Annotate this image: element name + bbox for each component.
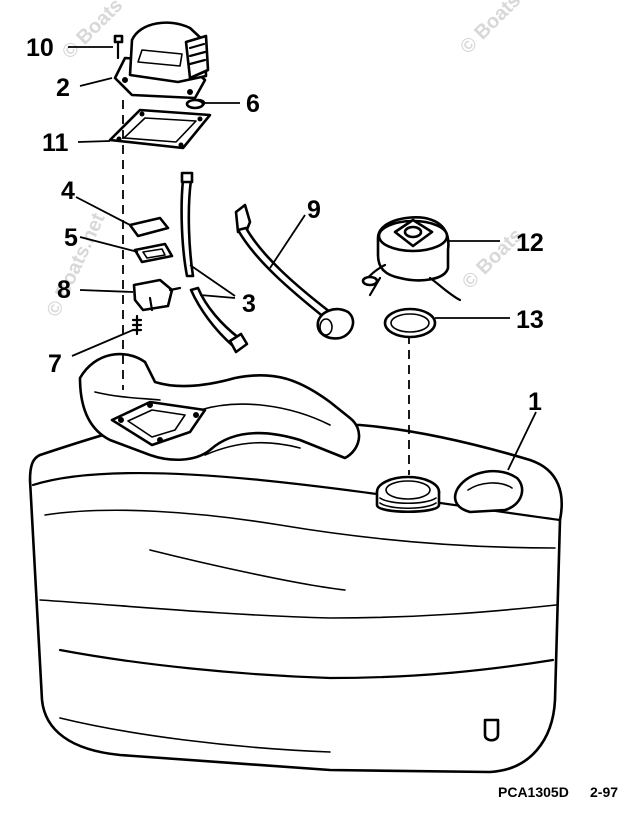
- clip-part-4: [128, 216, 170, 238]
- pickup-valve-part-8: [132, 278, 182, 312]
- callout-11: 11: [42, 129, 69, 157]
- callout-4: 4: [61, 177, 75, 205]
- callout-7: 7: [48, 350, 62, 378]
- callout-3: 3: [242, 290, 256, 318]
- callout-5: 5: [64, 224, 78, 252]
- footer: PCA1305D 2-97: [498, 784, 618, 800]
- callout-6: 6: [246, 90, 260, 118]
- screw-part-7: [131, 314, 143, 336]
- watermark-top-right: © Boats: [456, 0, 525, 59]
- callout-8: 8: [57, 276, 71, 304]
- seal-part-5: [133, 242, 174, 264]
- o-ring-part-6: [185, 98, 205, 110]
- watermark-top-left: © Boats: [58, 0, 127, 64]
- fuel-gauge-part-9: [234, 203, 355, 340]
- callout-10: 10: [26, 34, 54, 62]
- gasket: [108, 108, 212, 150]
- callout-9: 9: [307, 196, 321, 224]
- filler-cap-part-12: [361, 216, 462, 302]
- callout-12: 12: [516, 229, 544, 257]
- callout-labels: 10 2 6 11 4 5 9 12 8 3 13 7 1: [26, 34, 544, 416]
- o-ring-part-13: [383, 307, 437, 339]
- fuel-tank: [28, 352, 563, 774]
- callout-1: 1: [528, 388, 542, 416]
- callout-13: 13: [516, 306, 544, 334]
- fuel-connector-assembly: [113, 21, 210, 108]
- callout-2: 2: [56, 74, 70, 102]
- drawing-date: 2-97: [590, 784, 618, 800]
- drawing-code: PCA1305D: [498, 784, 569, 800]
- hose-part-3: [180, 171, 249, 354]
- leader-lines: [68, 46, 537, 471]
